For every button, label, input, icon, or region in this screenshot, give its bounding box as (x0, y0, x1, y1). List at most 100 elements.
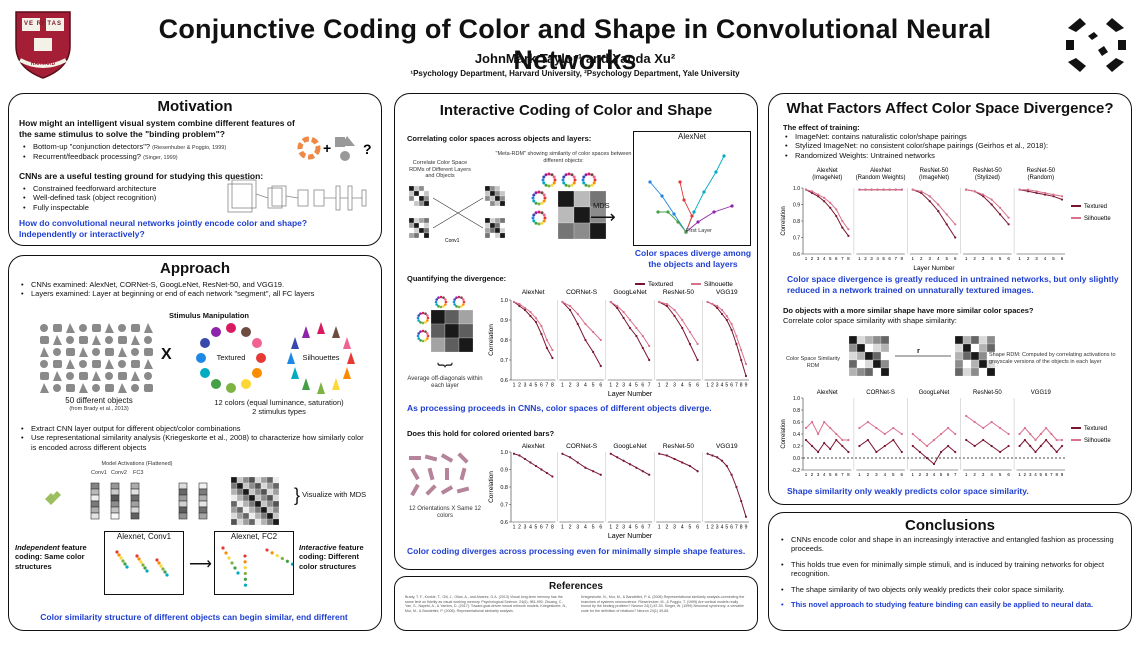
panel-title: AlexNet (522, 443, 545, 450)
mds-cluster (115, 550, 129, 569)
data-point (673, 314, 676, 318)
rdm-cell (413, 222, 420, 229)
objects-cite: (from Brady et al., 2013) (69, 406, 129, 412)
mds-point (666, 210, 670, 214)
data-point (518, 304, 521, 308)
corr-rdm-label: Correlate Color Space RDMs of Different … (409, 160, 471, 180)
rdm-cell (864, 359, 874, 369)
wheel-dot (564, 173, 568, 177)
rdm-cell (408, 200, 415, 207)
data-point (883, 444, 886, 448)
data-point (888, 188, 891, 191)
wheel-dot (426, 316, 430, 320)
mds-point (696, 220, 700, 224)
approach-bullet: Extract CNN layer output for different o… (21, 424, 371, 434)
shape-rdm-label: Shape RDM: Computed by correlating activ… (989, 352, 1116, 365)
rdm-cell (962, 367, 972, 377)
data-point (817, 450, 820, 454)
rdm-cell (856, 335, 866, 345)
training-bullets: ImageNet: contains naturalistic color/sh… (785, 132, 1125, 161)
oriented-bar (409, 456, 421, 460)
x-tick-label: 2 (616, 383, 619, 389)
times-label: X (161, 346, 172, 363)
x-tick-label: 1 (706, 383, 709, 389)
data-point (599, 338, 602, 342)
panel-title: AlexNet (817, 168, 838, 174)
factors-panel: What Factors Affect Color Space Divergen… (768, 93, 1132, 505)
x-tick-label: 6 (641, 383, 644, 389)
stimulus-swatch (196, 353, 206, 363)
wheel-dot (537, 202, 541, 206)
rdm-cell (418, 222, 425, 229)
data-point (920, 191, 923, 195)
data-point (954, 432, 957, 436)
conclusions-title: Conclusions (904, 517, 995, 534)
mds-point (243, 560, 247, 564)
data-point (947, 444, 950, 448)
data-point (817, 432, 820, 436)
x-tick-label: 3 (673, 383, 676, 389)
x-tick-label: 6 (599, 525, 602, 531)
data-point (918, 438, 921, 442)
data-point (954, 223, 957, 226)
rdm-cell (272, 512, 280, 520)
rdm-cell (423, 227, 430, 234)
training-conclusion: Color space divergence is greatly reduce… (787, 274, 1119, 295)
data-point (1043, 191, 1047, 195)
object-thumb (144, 372, 152, 380)
data-point (545, 338, 549, 342)
data-point (894, 188, 897, 191)
color-wheel-icon (531, 210, 547, 226)
rdm-cell (489, 227, 496, 234)
rdm-cell (254, 500, 262, 508)
data-point (592, 470, 595, 473)
legend-label: Silhouette (1084, 216, 1111, 222)
yale-logo (1062, 14, 1130, 76)
data-point (932, 438, 936, 442)
wheel-dot (550, 173, 554, 177)
rdm-cell (230, 476, 238, 484)
series-line (805, 189, 849, 237)
x-tick-label: 7 (648, 525, 651, 531)
object-thumb (92, 384, 100, 392)
rdm-cell (986, 335, 996, 345)
mds-point (117, 553, 121, 557)
panel-title: VGG19 (716, 443, 738, 450)
meta-rdm-label: "Meta-RDM" showing similarity of color s… (495, 151, 632, 164)
x-tick-label: 4 (990, 472, 993, 477)
x-tick-label: 6 (1007, 472, 1010, 477)
conclusions-bullet: CNNs encode color and shape in an increa… (781, 535, 1121, 554)
rdm-cell (484, 185, 491, 192)
x-tick-label: 5 (999, 256, 1002, 261)
activation-cell (198, 494, 208, 502)
wheel-dot (592, 181, 596, 185)
rdm-cell (248, 488, 256, 496)
x-tick-label: 3 (622, 525, 625, 531)
fc3-label: FC3 (133, 470, 144, 476)
data-point (982, 438, 985, 442)
data-point (866, 420, 869, 424)
wheel-dot (439, 305, 443, 309)
color-wheel-icon (561, 172, 577, 188)
data-point (545, 471, 549, 475)
poster-authors: JohnMark Taylor¹ and Yaoda Xu² (474, 51, 676, 66)
data-point (973, 420, 976, 424)
wheel-dot (426, 332, 429, 335)
panel-title: AlexNet (870, 168, 891, 174)
data-point (584, 466, 587, 469)
data-point (1045, 426, 1048, 430)
rdm-cell (954, 367, 964, 377)
data-point (835, 208, 838, 211)
data-point (744, 515, 748, 518)
mds-trajectory (649, 181, 687, 233)
data-point (817, 193, 820, 196)
object-thumb (105, 336, 113, 344)
interactive-panel: Interactive Coding of Color and Shape Co… (394, 93, 758, 570)
cnn-bullet: Well-defined task (object recognition) (23, 193, 223, 203)
rdm-cell (423, 195, 430, 202)
data-point (883, 432, 886, 436)
mds-point (290, 562, 295, 566)
oriented-bar (445, 468, 449, 480)
mds-point (159, 564, 163, 568)
wheel-dot (437, 305, 440, 308)
